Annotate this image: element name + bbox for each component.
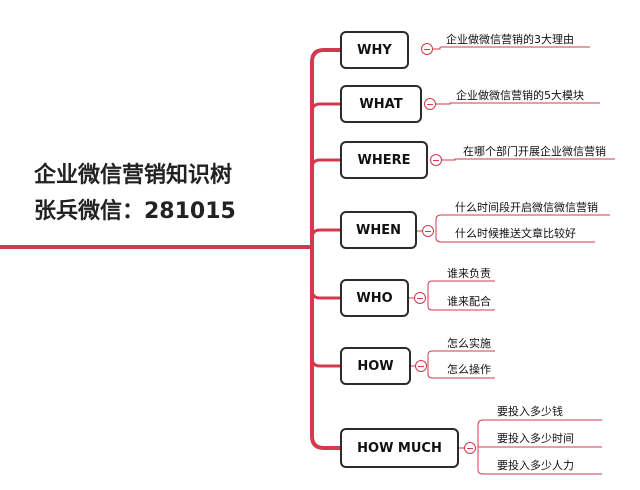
collapse-toggle-icon[interactable] xyxy=(464,442,476,454)
branch-node-how[interactable]: HOW xyxy=(340,347,411,385)
leaf-line-where-1 xyxy=(441,158,615,161)
branch-line-who xyxy=(310,289,340,300)
branch-label: HOW xyxy=(357,358,394,374)
collapse-toggle-icon[interactable] xyxy=(424,98,436,110)
branch-label: WHEN xyxy=(356,222,401,238)
branch-node-who[interactable]: WHO xyxy=(340,279,409,317)
trunk-line-lower xyxy=(310,247,340,450)
leaf-who-2: 谁来配合 xyxy=(447,295,491,308)
branch-node-when[interactable]: WHEN xyxy=(340,211,417,249)
root-node-title: 企业微信营销知识树 张兵微信：281015 xyxy=(34,158,236,230)
leaf-line-what-1 xyxy=(433,102,600,105)
collapse-toggle-icon[interactable] xyxy=(415,360,427,372)
branch-line-where xyxy=(310,158,340,169)
leaf-line-why-1 xyxy=(433,46,590,50)
branch-node-how-much[interactable]: HOW MUCH xyxy=(340,428,459,468)
collapse-toggle-icon[interactable] xyxy=(430,154,442,166)
leaf-howmuch-2: 要投入多少时间 xyxy=(497,432,574,445)
leaf-who-1: 谁来负责 xyxy=(447,267,491,280)
leaf-how-2: 怎么操作 xyxy=(447,363,491,376)
root-title-line1: 企业微信营销知识树 xyxy=(34,163,233,188)
leaf-when-2: 什么时候推送文章比较好 xyxy=(455,227,576,240)
branch-node-what[interactable]: WHAT xyxy=(340,85,422,123)
branch-label: HOW MUCH xyxy=(357,440,442,456)
leaf-when-1: 什么时间段开启微信微信营销 xyxy=(455,201,598,214)
branch-node-where[interactable]: WHERE xyxy=(340,141,428,179)
leaf-what-1: 企业做微信营销的5大模块 xyxy=(456,89,584,102)
branch-label: WHY xyxy=(357,42,392,58)
leaf-howmuch-1: 要投入多少钱 xyxy=(497,405,563,418)
collapse-toggle-icon[interactable] xyxy=(414,292,426,304)
branch-line-what xyxy=(310,102,340,113)
branch-label: WHERE xyxy=(357,152,411,168)
collapse-toggle-icon[interactable] xyxy=(422,225,434,237)
collapse-toggle-icon[interactable] xyxy=(421,43,433,55)
root-title-line2: 张兵微信：281015 xyxy=(34,199,236,224)
branch-node-why[interactable]: WHY xyxy=(340,31,409,69)
branch-line-when xyxy=(310,228,340,239)
leaf-where-1: 在哪个部门开展企业微信营销 xyxy=(463,145,606,158)
branch-label: WHAT xyxy=(359,96,403,112)
branch-line-how xyxy=(310,357,340,368)
leaf-why-1: 企业做微信营销的3大理由 xyxy=(446,33,574,46)
leaf-how-1: 怎么实施 xyxy=(447,337,491,350)
leaf-howmuch-3: 要投入多少人力 xyxy=(497,459,574,472)
trunk-line xyxy=(300,48,340,249)
branch-label: WHO xyxy=(356,290,393,306)
